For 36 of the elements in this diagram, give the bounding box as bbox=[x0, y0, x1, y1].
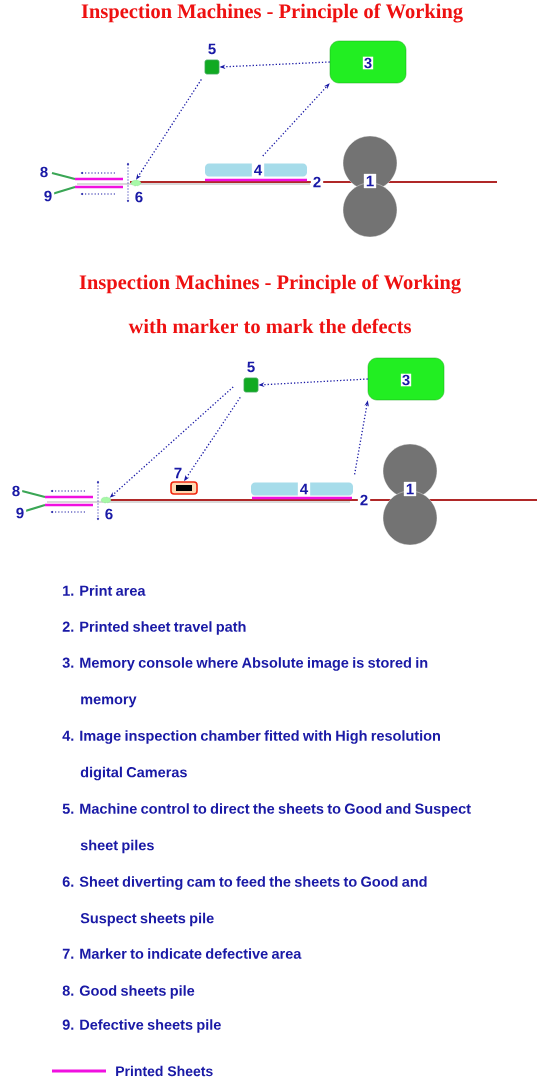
title: Inspection Machines - Principle of Working bbox=[79, 274, 461, 294]
node-label: 5 bbox=[208, 43, 216, 55]
title: Inspection Machines - Principle of Working bbox=[81, 3, 463, 23]
callout-number: 9 bbox=[13, 505, 27, 521]
list-item: 6. Sheet diverting cam to feed the sheets to Good and Suspect sheets pile bbox=[62, 876, 427, 927]
callout-number: 8 bbox=[9, 483, 23, 499]
print-rollers: 1 bbox=[382, 443, 438, 546]
list-item: 4. Image inspection chamber fitted with High resolution digital Cameras bbox=[62, 730, 440, 781]
console-box: 3 bbox=[329, 40, 407, 84]
control-box: 5 bbox=[204, 43, 220, 75]
control-box: 5 bbox=[243, 361, 259, 393]
console-box: 3 bbox=[367, 357, 445, 401]
callout-number: 8 bbox=[37, 164, 51, 180]
list-item: 2. Printed sheet travel path bbox=[62, 621, 246, 635]
callout-number: 2 bbox=[310, 174, 324, 190]
list-item: 9. Defective sheets pile bbox=[62, 1019, 221, 1033]
list-item: 8. Good sheets pile bbox=[62, 985, 195, 999]
node-label: 6 bbox=[105, 508, 113, 520]
node-label: 5 bbox=[247, 361, 255, 373]
list-item: 1. Print area bbox=[63, 585, 146, 596]
arrow bbox=[262, 83, 330, 157]
diverting-cam: 6 bbox=[100, 496, 113, 520]
inspection-chamber: 4 bbox=[251, 481, 353, 497]
print-rollers: 1 bbox=[342, 135, 398, 238]
node-label: 6 bbox=[135, 191, 143, 203]
callout-number: 2 bbox=[357, 492, 371, 508]
list-item: 7. Marker to indicate defective area bbox=[62, 948, 302, 959]
title: with marker to mark the defects bbox=[128, 318, 411, 334]
list-item: 3. Memory console where Absolute image is stored in memory bbox=[62, 657, 428, 708]
inspection-chamber: 4 bbox=[205, 162, 307, 178]
legend-item: Printed Sheets bbox=[52, 1065, 213, 1077]
list-item: 5. Machine control to direct the sheets to Good and Suspect sheet piles bbox=[62, 803, 471, 854]
marker-box: 7 bbox=[170, 467, 198, 495]
node-label: 7 bbox=[174, 467, 182, 479]
callout-number: 9 bbox=[41, 188, 55, 204]
diverting-cam: 6 bbox=[130, 179, 143, 203]
